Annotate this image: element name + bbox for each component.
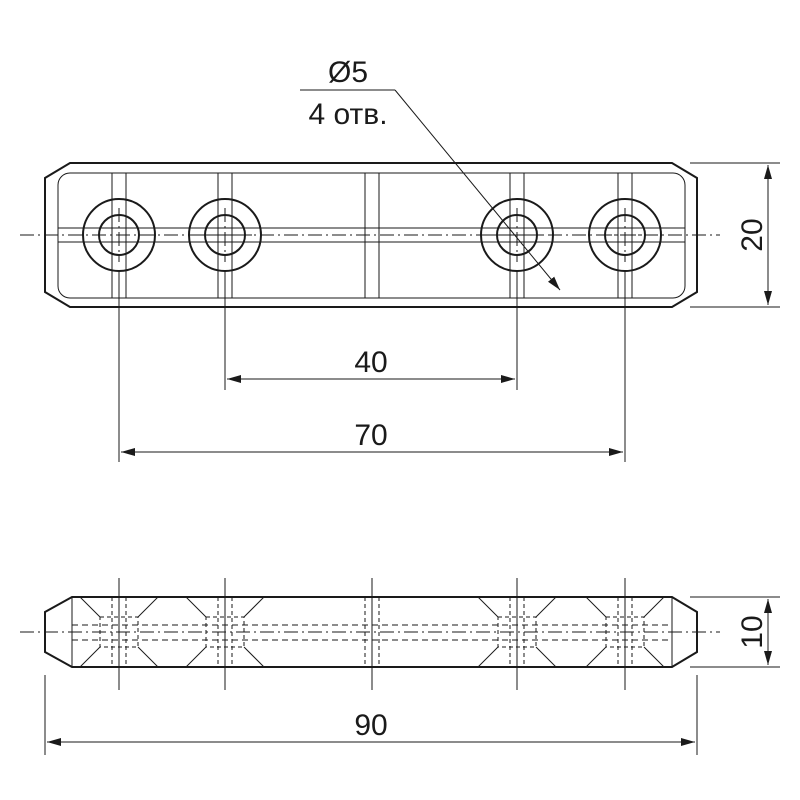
hole-4: [588, 198, 662, 272]
hole-3: [480, 198, 554, 272]
dim-inner-spacing: 40: [224, 270, 518, 390]
hole-1: [82, 198, 156, 272]
dim-thickness: 10: [690, 596, 780, 668]
side-hole-2: [185, 578, 265, 690]
dim-thickness-label: 10: [736, 615, 769, 648]
dim-inner-spacing-label: 40: [354, 346, 387, 379]
hole-diameter-label: Ø5: [328, 56, 368, 89]
hole-callout: Ø5 4 отв.: [300, 56, 561, 291]
side-hole-3: [477, 578, 557, 690]
dim-outer-spacing-label: 70: [354, 419, 387, 452]
dim-height-label: 20: [736, 218, 769, 251]
hole-2: [188, 198, 262, 272]
side-hole-1: [79, 578, 159, 690]
side-hole-4: [585, 578, 665, 690]
side-center-rib: [364, 578, 380, 690]
dim-total-length: 90: [44, 675, 698, 755]
top-view: Ø5 4 отв. 20 40 70: [20, 56, 780, 462]
dim-height: 20: [690, 162, 780, 308]
side-view: 10 90: [20, 578, 780, 755]
dim-outer-spacing: 70: [118, 270, 626, 462]
top-view-outline: [44, 162, 698, 308]
hole-count-label: 4 отв.: [308, 98, 387, 131]
dim-total-length-label: 90: [354, 709, 387, 742]
